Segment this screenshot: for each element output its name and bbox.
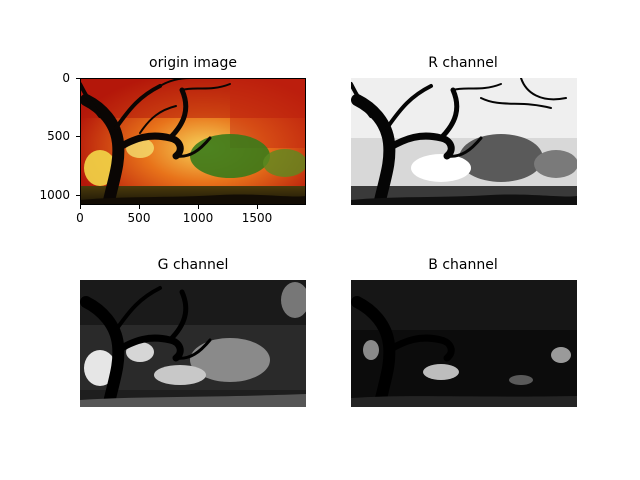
x-tick-label: 1500	[241, 211, 273, 225]
b-channel-image	[351, 280, 577, 407]
x-tick-label: 1000	[182, 211, 214, 225]
g-channel-title: G channel	[157, 257, 229, 273]
g-channel-image	[80, 280, 306, 407]
origin-image	[80, 78, 306, 205]
y-tick-mark	[76, 195, 80, 196]
y-tick-mark	[76, 78, 80, 79]
y-tick-mark	[76, 136, 80, 137]
origin-image-title: origin image	[149, 55, 237, 71]
x-tick-mark	[257, 205, 258, 209]
y-tick-label: 1000	[39, 188, 70, 202]
r-channel-image	[351, 78, 577, 205]
y-tick-label: 500	[47, 129, 70, 143]
x-tick-label: 500	[127, 211, 151, 225]
x-tick-mark	[139, 205, 140, 209]
x-tick-label: 0	[76, 211, 84, 225]
y-tick-label: 0	[62, 71, 70, 85]
r-channel-title: R channel	[428, 55, 498, 71]
x-tick-mark	[80, 205, 81, 209]
b-channel-title: B channel	[428, 257, 498, 273]
x-tick-mark	[198, 205, 199, 209]
